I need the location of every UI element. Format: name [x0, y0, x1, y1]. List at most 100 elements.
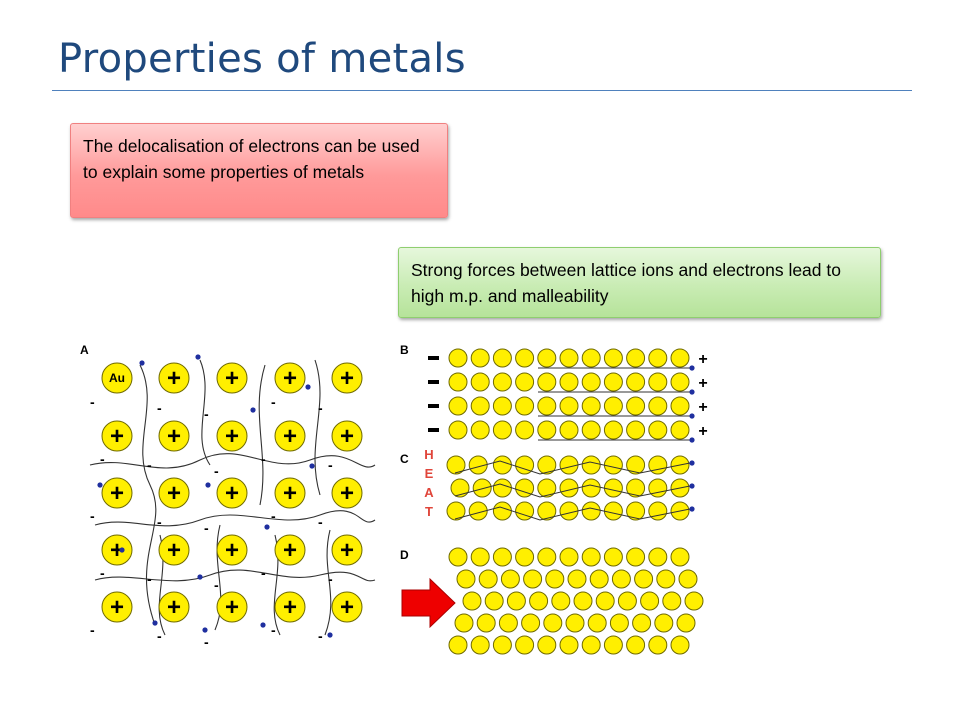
electron-minus-sign: -	[147, 571, 152, 587]
metal-cation	[101, 477, 133, 509]
cation-plus-sign: +	[340, 365, 354, 392]
electron-minus-sign: -	[204, 520, 209, 536]
electron-dot	[689, 437, 695, 443]
vibrating-ion	[603, 478, 623, 498]
cation-plus-sign: +	[340, 480, 354, 507]
metal-cation	[331, 420, 363, 452]
cation-plus-sign: +	[225, 594, 239, 621]
cation-plus-sign: +	[283, 594, 297, 621]
electron-dot	[260, 622, 266, 628]
slipping-ion	[543, 613, 563, 633]
electron-dot	[689, 413, 695, 419]
electron-dot	[205, 482, 211, 488]
metal-cation	[274, 362, 306, 394]
vibrating-ion	[492, 455, 512, 475]
slipping-ion	[448, 547, 468, 567]
lattice-ion	[448, 420, 468, 440]
slipping-ion	[484, 591, 504, 611]
vibrating-ion	[648, 501, 668, 521]
lattice-ion	[492, 420, 512, 440]
vibrating-ion	[648, 478, 668, 498]
lattice-ion	[648, 420, 668, 440]
electron-dot	[305, 384, 311, 390]
electron-dot	[309, 463, 315, 469]
lattice-ion	[648, 372, 668, 392]
lattice-ion	[626, 396, 646, 416]
slipping-ion	[529, 591, 549, 611]
electron-dot	[264, 524, 270, 530]
panel-a-label: A	[80, 343, 89, 357]
cation-plus-sign: +	[283, 365, 297, 392]
cation-plus-sign: +	[340, 423, 354, 450]
vibrating-ion	[468, 501, 488, 521]
panel-d-label: D	[400, 548, 409, 562]
lattice-ion	[515, 348, 535, 368]
lattice-ion	[537, 396, 557, 416]
electron-minus-sign: -	[100, 565, 105, 581]
cation-plus-sign: +	[283, 480, 297, 507]
cation-plus-sign: +	[167, 594, 181, 621]
electron-dot	[689, 389, 695, 395]
electron-minus-sign: -	[271, 394, 276, 410]
vibrating-ion	[472, 478, 492, 498]
metal-cation	[158, 477, 190, 509]
metal-cation	[158, 420, 190, 452]
electron-dot	[97, 482, 103, 488]
vibrating-ion	[603, 455, 623, 475]
slipping-ion	[559, 547, 579, 567]
electron-minus-sign: -	[147, 457, 152, 473]
cation-plus-sign: +	[225, 423, 239, 450]
vibrating-ion	[581, 478, 601, 498]
heat-electron-path	[454, 483, 691, 498]
lattice-ion	[515, 372, 535, 392]
metal-cation	[158, 591, 190, 623]
lattice-ion	[670, 372, 690, 392]
lattice-ion	[670, 348, 690, 368]
slipping-ion	[670, 547, 690, 567]
lattice-ion	[603, 396, 623, 416]
cation-plus-sign: +	[340, 537, 354, 564]
lattice-ion	[559, 372, 579, 392]
lattice-ion	[670, 420, 690, 440]
lattice-ion	[648, 396, 668, 416]
vibrating-ion	[559, 501, 579, 521]
lattice-ion	[559, 348, 579, 368]
electron-path	[139, 364, 157, 626]
cation-plus-sign: +	[225, 537, 239, 564]
cation-plus-sign: +	[225, 365, 239, 392]
electron-minus-sign: -	[271, 508, 276, 524]
slipping-ion	[573, 591, 593, 611]
lattice-ion	[492, 348, 512, 368]
lattice-ion	[670, 396, 690, 416]
electron-dot	[689, 365, 695, 371]
cation-plus-sign: +	[167, 365, 181, 392]
slipping-ion	[595, 591, 615, 611]
vibrating-ion	[559, 455, 579, 475]
vibrating-ion	[492, 501, 512, 521]
slipping-ion	[678, 569, 698, 589]
lattice-ion	[648, 348, 668, 368]
electron-path	[89, 453, 376, 469]
slipping-ion	[626, 547, 646, 567]
lattice-ion	[470, 348, 490, 368]
vibrating-ion	[515, 455, 535, 475]
slipping-ion	[523, 569, 543, 589]
metal-cation	[216, 420, 248, 452]
vibrating-ion	[626, 455, 646, 475]
vibrating-ion	[581, 455, 601, 475]
callout-strong-forces: Strong forces between lattice ions and e…	[398, 247, 881, 318]
cation-plus-sign: +	[167, 537, 181, 564]
slipping-ion	[478, 569, 498, 589]
heat-letter: T	[425, 504, 433, 519]
callout-delocalisation: The delocalisation of electrons can be u…	[70, 123, 448, 218]
slipping-ion	[609, 613, 629, 633]
metal-cation	[101, 362, 133, 394]
metal-cation	[101, 420, 133, 452]
metal-cation	[216, 477, 248, 509]
slipping-ion	[551, 591, 571, 611]
force-arrow	[401, 577, 456, 629]
lattice-ion	[603, 420, 623, 440]
lattice-ion	[603, 348, 623, 368]
electron-path	[258, 364, 266, 506]
cation-plus-sign: +	[225, 480, 239, 507]
